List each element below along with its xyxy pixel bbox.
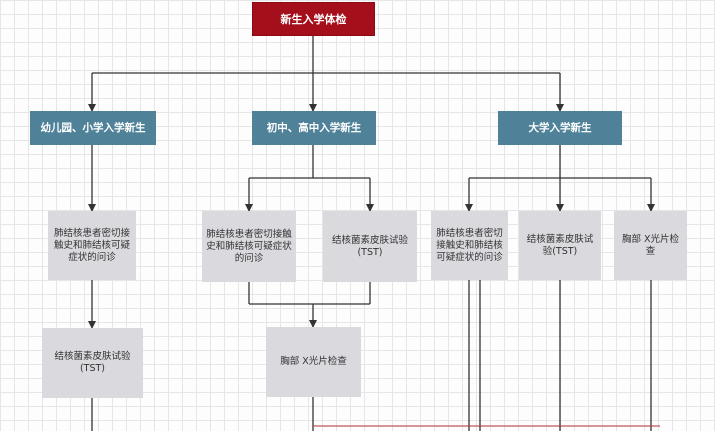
category-node-university[interactable]: 大学入学新生: [498, 111, 622, 145]
category-node-label: 大学入学新生: [528, 121, 592, 134]
leaf-node-label: 结核菌素皮肤试验(TST): [54, 351, 131, 374]
leaf-node-label: 肺结核患者密切接触史和肺结核可疑症状的问诊: [436, 227, 503, 263]
leaf-node-label: 胸部 X光片检查: [621, 233, 680, 257]
leaf-node-label: 结核菌素皮肤试验(TST): [331, 234, 408, 258]
category-node-label: 初中、高中入学新生: [266, 121, 362, 134]
root-node[interactable]: 新生入学体检: [252, 2, 375, 36]
category-node-middle-high[interactable]: 初中、高中入学新生: [252, 111, 376, 145]
leaf-node-contact-history-3[interactable]: 肺结核患者密切接触史和肺结核可疑症状的问诊: [431, 211, 508, 280]
root-node-label: 新生入学体检: [280, 12, 347, 26]
leaf-node-label: 肺结核患者密切接触史和肺结核可疑症状的问诊: [206, 228, 292, 264]
leaf-node-tst-1[interactable]: 结核菌素皮肤试验(TST): [42, 328, 143, 398]
leaf-node-tst-3[interactable]: 结核菌素皮肤试验(TST): [519, 211, 601, 280]
leaf-node-label: 胸部 X光片检查: [280, 356, 347, 367]
leaf-node-chest-xray-2[interactable]: 胸部 X光片检查: [614, 211, 687, 280]
category-node-kindergarten-primary[interactable]: 幼儿园、小学入学新生: [30, 111, 156, 145]
category-node-label: 幼儿园、小学入学新生: [40, 121, 146, 134]
leaf-node-tst-2[interactable]: 结核菌素皮肤试验(TST): [323, 211, 417, 282]
leaf-node-chest-xray-1[interactable]: 胸部 X光片检查: [266, 327, 361, 397]
leaf-node-contact-history-2[interactable]: 肺结核患者密切接触史和肺结核可疑症状的问诊: [202, 211, 296, 282]
leaf-node-label: 肺结核患者密切接触史和肺结核可疑症状的问诊: [53, 227, 130, 263]
leaf-node-label: 结核菌素皮肤试验(TST): [526, 233, 594, 257]
leaf-node-contact-history-1[interactable]: 肺结核患者密切接触史和肺结核可疑症状的问诊: [48, 211, 136, 280]
